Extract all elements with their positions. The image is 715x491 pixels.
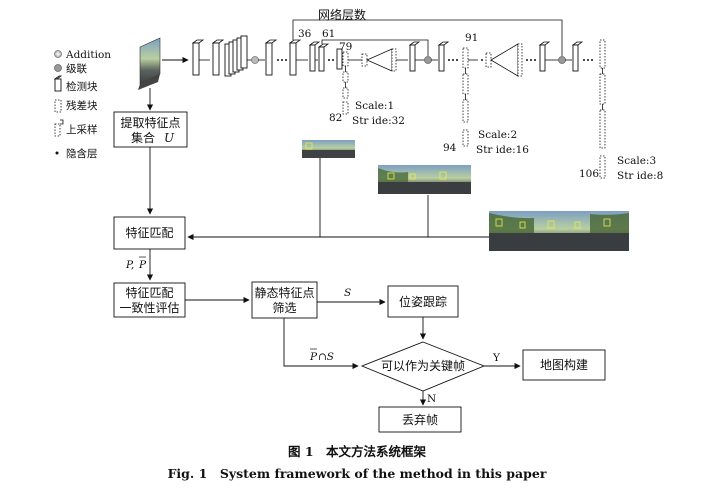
concat-node xyxy=(424,56,432,64)
legend-upsample-label: 上采样 xyxy=(66,123,98,136)
input-image xyxy=(138,37,161,90)
residual-block-legend-icon xyxy=(54,99,62,113)
detection-output-image-scale2 xyxy=(378,165,471,194)
static-filter-box: 静态特征点 筛选 xyxy=(251,281,318,319)
detection-block-legend-icon xyxy=(53,75,63,92)
keyframe-decision: 可以作为关键帧 xyxy=(360,341,486,392)
upsample-node xyxy=(485,43,523,77)
detection-block xyxy=(211,39,225,76)
legend-hidden-label: 隐含层 xyxy=(66,147,98,160)
stride3-label: Str ide:8 xyxy=(617,170,663,182)
detection-block xyxy=(437,41,450,72)
edge-ps-bar-label: P xyxy=(309,351,318,363)
detection-block-stack xyxy=(224,35,248,77)
detection-block xyxy=(538,41,551,72)
extract-features-var: U xyxy=(164,131,175,145)
static-filter-line2: 筛选 xyxy=(272,300,296,315)
scale3-label: Scale:3 xyxy=(617,155,656,167)
upsample-legend-icon xyxy=(54,119,64,137)
extract-features-line2: 集合 xyxy=(131,130,155,145)
detection-block xyxy=(408,41,421,72)
pose-tracking-label: 位姿跟踪 xyxy=(399,294,447,309)
stride1-label: Str ide:32 xyxy=(352,115,405,127)
legend-residual-label: 残差块 xyxy=(66,99,98,112)
layer-61-label: 61 xyxy=(322,28,335,40)
layer-82-label: 82 xyxy=(329,112,342,124)
network-backbone: 网络层数 36 61 79 91 82 94 106 Scale:1 Str i… xyxy=(162,7,663,182)
residual-column-scale3 xyxy=(599,39,606,179)
extract-features-box: 提取特征点 集合 U xyxy=(113,111,188,148)
consistency-line2: 一致性评估 xyxy=(119,301,179,315)
detection-output-image-scale1 xyxy=(302,140,355,158)
skip-connection xyxy=(292,19,563,56)
addition-node xyxy=(251,56,259,64)
stride2-label: Str ide:16 xyxy=(476,144,529,156)
edge-p-label: P, xyxy=(125,259,134,271)
caption-en: Fig. 1 System framework of the method in… xyxy=(168,466,547,481)
legend-concat-label: 级联 xyxy=(66,63,87,75)
legend-addition-label: Addition xyxy=(65,49,111,61)
network-layers-title: 网络层数 xyxy=(318,7,366,22)
detection-block xyxy=(336,48,343,70)
edge-no-label: N xyxy=(427,393,436,405)
caption-cn: 图 1 本文方法系统框架 xyxy=(288,444,427,459)
addition-legend-icon xyxy=(54,50,62,58)
residual-column-scale1 xyxy=(342,51,349,115)
extract-features-line1: 提取特征点 xyxy=(120,115,180,130)
detection-block xyxy=(571,41,584,72)
legend: Addition 级联 检测块 残差块 上采样 隐含层 xyxy=(53,49,111,160)
edge-ps-label: ∩S xyxy=(318,351,334,363)
static-filter-line1: 静态特征点 xyxy=(254,285,314,300)
map-building-box: 地图构建 xyxy=(522,349,606,381)
legend-detection-label: 检测块 xyxy=(66,80,98,93)
consistency-box: 特征匹配 一致性评估 xyxy=(113,282,186,318)
concat-legend-icon xyxy=(54,64,62,72)
scale2-label: Scale:2 xyxy=(478,129,517,141)
residual-column-scale2 xyxy=(462,47,469,147)
discard-frame-label: 丢弃帧 xyxy=(402,412,438,427)
detection-block xyxy=(264,39,278,76)
concat-node xyxy=(558,56,566,64)
consistency-line1: 特征匹配 xyxy=(125,285,173,300)
feature-match-label: 特征匹配 xyxy=(125,225,173,240)
layer-106-label: 106 xyxy=(579,168,599,180)
detection-block xyxy=(191,39,205,76)
edge-static-to-keyframe xyxy=(283,318,359,370)
edge-yes-label: Y xyxy=(492,352,501,364)
layer-36-label: 36 xyxy=(298,28,312,40)
detection-block xyxy=(308,41,321,72)
scale1-label: Scale:1 xyxy=(355,100,394,112)
discard-frame-box: 丢弃帧 xyxy=(378,406,462,433)
layer-94-label: 94 xyxy=(443,142,457,154)
keyframe-decision-label: 可以作为关键帧 xyxy=(381,359,465,373)
detection-block-36 xyxy=(288,39,302,76)
upsample-node xyxy=(361,48,397,72)
pose-tracking-box: 位姿跟踪 xyxy=(387,285,459,318)
hidden-layer-legend-icon xyxy=(55,151,59,155)
layer-79-label: 79 xyxy=(339,41,352,53)
edge-p-bar-label: P xyxy=(138,259,147,271)
detection-output-image-scale3 xyxy=(489,211,629,251)
edge-s-label: S xyxy=(344,287,351,299)
feature-match-box: 特征匹配 xyxy=(113,216,186,250)
map-building-label: 地图构建 xyxy=(540,357,588,372)
detection-block-61 xyxy=(317,43,330,72)
layer-91-label: 91 xyxy=(465,32,478,44)
skip-connection xyxy=(321,39,429,56)
